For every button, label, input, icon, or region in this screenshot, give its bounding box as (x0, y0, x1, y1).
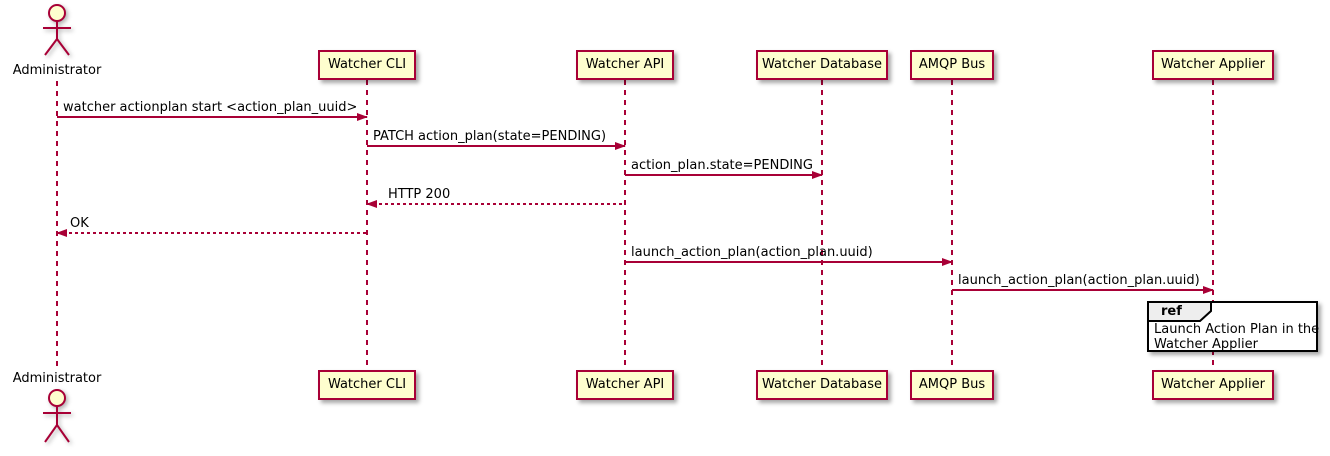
participant-watcher-applier-top: Watcher Applier (1152, 50, 1274, 80)
ref-text-line2: Watcher Applier (1154, 337, 1258, 352)
actor-icon (43, 389, 71, 443)
actor-icon (43, 4, 71, 56)
participant-watcher-applier-bottom: Watcher Applier (1152, 370, 1274, 400)
arrowhead-left-icon (56, 229, 67, 237)
message-line (952, 286, 1214, 294)
arrowhead-left-icon (366, 200, 377, 208)
participant-watcher-cli-bottom: Watcher CLI (318, 370, 416, 400)
message-label: watcher actionplan start <action_plan_uu… (63, 100, 358, 115)
message-label: HTTP 200 (388, 187, 451, 202)
lifeline-watcher-applier (1212, 80, 1214, 370)
message-line (625, 171, 823, 179)
participant-watcher-api-bottom: Watcher API (576, 370, 674, 400)
message-line (56, 229, 367, 237)
lifeline-amqp-bus (951, 80, 953, 370)
participant-watcher-database-bottom: Watcher Database (756, 370, 888, 400)
actor-label-top: Administrator (12, 63, 102, 78)
participant-watcher-cli-top: Watcher CLI (318, 50, 416, 80)
ref-tab-icon (1147, 301, 1212, 322)
arrowhead-right-icon (615, 142, 626, 150)
ref-keyword: ref (1161, 304, 1182, 319)
ref-fragment: ref Launch Action Plan in the Watcher Ap… (1147, 301, 1320, 352)
message-line (57, 113, 368, 121)
actor-label-bottom: Administrator (12, 371, 102, 386)
arrowhead-right-icon (1203, 286, 1214, 294)
message-label: OK (70, 216, 89, 231)
arrowhead-right-icon (357, 113, 368, 121)
message-line (366, 200, 625, 208)
participant-watcher-api-top: Watcher API (576, 50, 674, 80)
message-line (367, 142, 626, 150)
ref-text-line1: Launch Action Plan in the (1154, 322, 1320, 337)
participant-amqp-bus-top: AMQP Bus (910, 50, 994, 80)
lifeline-watcher-database (821, 80, 823, 370)
lifeline-administrator (56, 81, 58, 371)
arrowhead-right-icon (942, 258, 953, 266)
arrowhead-right-icon (812, 171, 823, 179)
message-label: launch_action_plan(action_plan.uuid) (631, 245, 873, 260)
message-line (625, 258, 953, 266)
participant-watcher-database-top: Watcher Database (756, 50, 888, 80)
participant-amqp-bus-bottom: AMQP Bus (910, 370, 994, 400)
lifeline-watcher-cli (366, 80, 368, 370)
message-label: PATCH action_plan(state=PENDING) (373, 129, 607, 144)
message-label: action_plan.state=PENDING (631, 158, 813, 173)
message-label: launch_action_plan(action_plan.uuid) (958, 273, 1200, 288)
lifeline-watcher-api (624, 80, 626, 370)
